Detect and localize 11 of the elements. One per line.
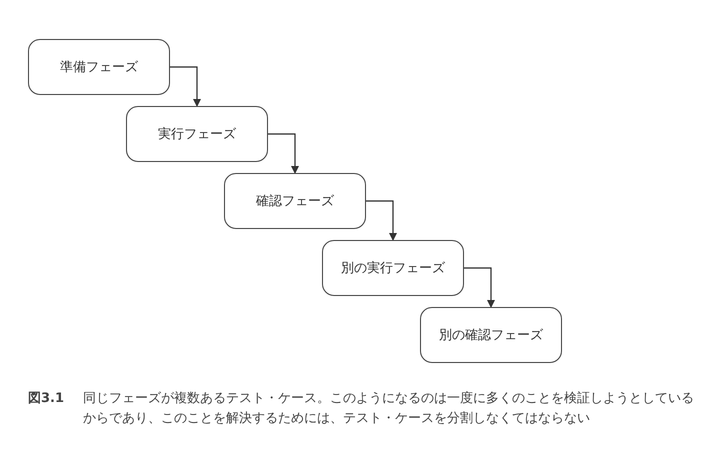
phase-box: 別の確認フェーズ	[420, 307, 562, 363]
phase-box: 準備フェーズ	[28, 39, 170, 95]
caption: 同じフェーズが複数あるテスト・ケース。このようになるのは一度に多くのことを検証しようとしているからであり、このことを解決するためには、テスト・ケースを分割しなくてはならない	[83, 390, 695, 428]
arrow	[170, 66, 201, 107]
phase-box: 確認フェーズ	[224, 173, 366, 229]
arrow	[268, 133, 299, 174]
arrow	[366, 200, 397, 241]
phase-box: 実行フェーズ	[126, 106, 268, 162]
arrow	[464, 267, 495, 308]
figure-number: 図3.1	[28, 390, 64, 407]
phase-box: 別の実行フェーズ	[322, 240, 464, 296]
